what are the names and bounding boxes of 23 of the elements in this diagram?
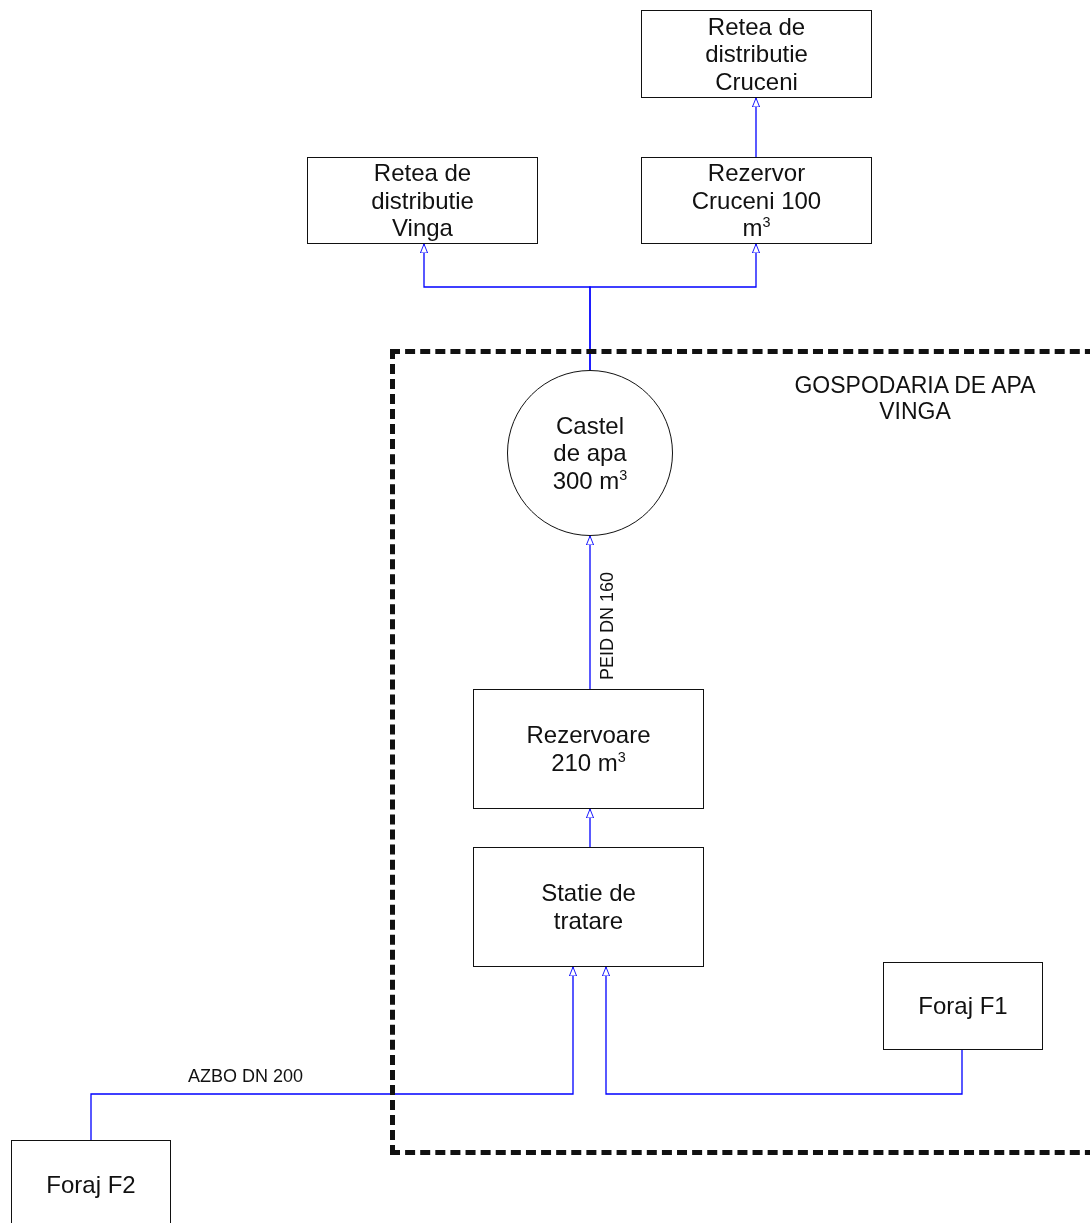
flow-arrow (751, 97, 761, 158)
node-label: Rezervoare 210 m$^{3}$ (525, 721, 652, 777)
node-label: Rezervor Cruceni 100 m$^{3}$ (690, 159, 823, 242)
flow-arrow (601, 966, 963, 1095)
boundary-region (390, 349, 1090, 1155)
process-box (11, 1140, 171, 1223)
region-title: GOSPODARIA DE APA VINGA (793, 372, 1037, 425)
node-label: Statie de tratare (540, 879, 637, 935)
node-label: Retea de distributie Cruceni (704, 12, 809, 96)
flow-arrow (585, 808, 595, 848)
node-label: Foraj F1 (918, 992, 1008, 1020)
node-label: Retea de distributie Vinga (370, 159, 475, 242)
process-box (473, 847, 704, 967)
node-label: Foraj F2 (46, 1171, 136, 1199)
process-box (883, 962, 1043, 1050)
flow-arrow (585, 535, 595, 690)
flow-arrow (90, 966, 578, 1141)
flow-arrow (589, 243, 761, 371)
process-box (307, 157, 538, 244)
process-box (641, 157, 872, 244)
process-box (641, 10, 872, 98)
node-label: Castel de apa 300 m$^{3}$ (551, 411, 629, 495)
process-box (473, 689, 704, 809)
